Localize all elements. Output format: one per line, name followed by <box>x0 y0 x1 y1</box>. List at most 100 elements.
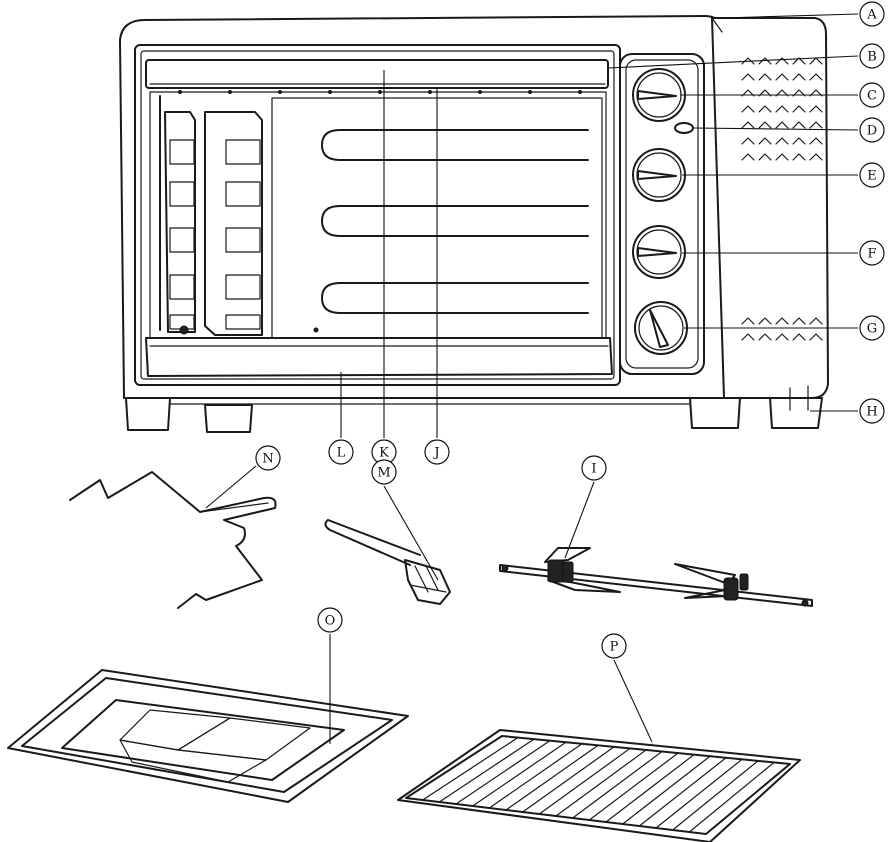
callout-circle <box>255 445 281 471</box>
wire-rack-lifter <box>69 471 277 609</box>
vent-slot <box>775 137 789 145</box>
callout-label: E <box>867 169 877 184</box>
callout-o: O <box>317 607 343 633</box>
callout-circle <box>859 240 885 266</box>
vent-slot <box>741 73 755 81</box>
callout-j: J <box>424 439 450 465</box>
callout-label: C <box>867 89 877 104</box>
callout-d: D <box>859 117 885 143</box>
heating-element-lower <box>321 282 589 314</box>
rack-bar <box>505 744 599 811</box>
callout-circle <box>859 162 885 188</box>
vent-slot <box>775 89 789 97</box>
vent-slot <box>809 153 823 161</box>
callout-label: F <box>867 247 876 262</box>
vent-slot <box>775 73 789 81</box>
knob-e <box>632 148 686 202</box>
callout-n: N <box>255 445 281 471</box>
rack-bar <box>588 752 679 821</box>
vent-slot <box>775 317 789 325</box>
vent-slot <box>758 89 772 97</box>
callout-f: F <box>859 240 885 266</box>
callout-label: K <box>379 446 389 461</box>
vent-slot <box>758 317 772 325</box>
callout-circle <box>859 117 885 143</box>
rotisserie-spit <box>499 547 813 607</box>
callout-m: M <box>371 459 397 485</box>
callout-circle <box>859 1 885 27</box>
callout-label: M <box>377 466 390 481</box>
vent-slot <box>775 121 789 129</box>
callout-i: I <box>581 455 607 481</box>
callout-circle <box>317 607 343 633</box>
baking-tray <box>7 669 409 803</box>
heating-element-upper <box>321 129 589 161</box>
callout-circle <box>424 439 450 465</box>
rack-bar <box>622 755 711 825</box>
wire-rack-bars <box>405 735 791 835</box>
upper-side-vents <box>741 57 823 161</box>
callout-circle <box>601 633 627 659</box>
vent-slot <box>758 137 772 145</box>
callout-label: G <box>867 322 877 337</box>
callout-label: J <box>432 446 439 461</box>
vent-slot <box>775 57 789 65</box>
vent-slot <box>758 105 772 113</box>
vent-slot <box>775 105 789 113</box>
vent-slot <box>792 333 806 341</box>
callout-g: G <box>859 315 885 341</box>
rack-bar <box>488 743 583 809</box>
vent-slot <box>741 333 755 341</box>
vent-slot <box>809 105 823 113</box>
callout-a: A <box>859 1 885 27</box>
rack-bar <box>522 746 615 813</box>
callout-leader-d <box>693 127 859 131</box>
oven-feet <box>125 385 823 433</box>
rack-bar <box>605 754 695 823</box>
callout-circle <box>859 315 885 341</box>
callout-label: H <box>866 405 877 420</box>
vent-slot <box>741 121 755 129</box>
rack-bar <box>638 757 727 827</box>
oven-body <box>119 15 829 433</box>
callout-label: P <box>610 640 619 655</box>
vent-slot <box>758 153 772 161</box>
vent-slot <box>792 57 806 65</box>
rack-bar <box>438 738 535 803</box>
vent-slot <box>809 137 823 145</box>
part-callouts: A B CD E F G H L K J M N I O P <box>205 1 885 744</box>
knob-f <box>632 225 686 279</box>
vent-slot <box>809 317 823 325</box>
left-rack-supports-1 <box>169 139 195 330</box>
vent-slot <box>758 333 772 341</box>
callout-leader-a <box>721 13 859 19</box>
vent-slot <box>758 73 772 81</box>
vent-slot <box>775 333 789 341</box>
left-rack-supports-2 <box>225 139 261 330</box>
vent-slot <box>809 121 823 129</box>
callout-b: B <box>859 43 885 69</box>
rack-bar <box>688 761 775 833</box>
callout-circle <box>371 459 397 485</box>
callout-l: L <box>328 439 354 465</box>
rack-bar <box>555 749 647 817</box>
callout-label: I <box>591 462 596 477</box>
rack-bar <box>538 747 631 815</box>
callout-leader-b <box>607 55 859 69</box>
callout-label: A <box>866 8 877 23</box>
wire-rack <box>397 729 801 842</box>
callout-label: L <box>337 446 346 461</box>
callout-circle <box>328 439 354 465</box>
callout-p: P <box>601 633 627 659</box>
vent-slot <box>809 89 823 97</box>
rack-bar <box>472 741 567 807</box>
callout-circle <box>581 455 607 481</box>
heating-element-middle <box>321 205 589 237</box>
vent-slot <box>792 153 806 161</box>
callout-leader-p <box>613 659 653 743</box>
vent-slot <box>775 153 789 161</box>
callout-e: E <box>859 162 885 188</box>
callout-circle <box>859 43 885 69</box>
vent-slot <box>792 73 806 81</box>
callout-circle <box>859 398 885 424</box>
